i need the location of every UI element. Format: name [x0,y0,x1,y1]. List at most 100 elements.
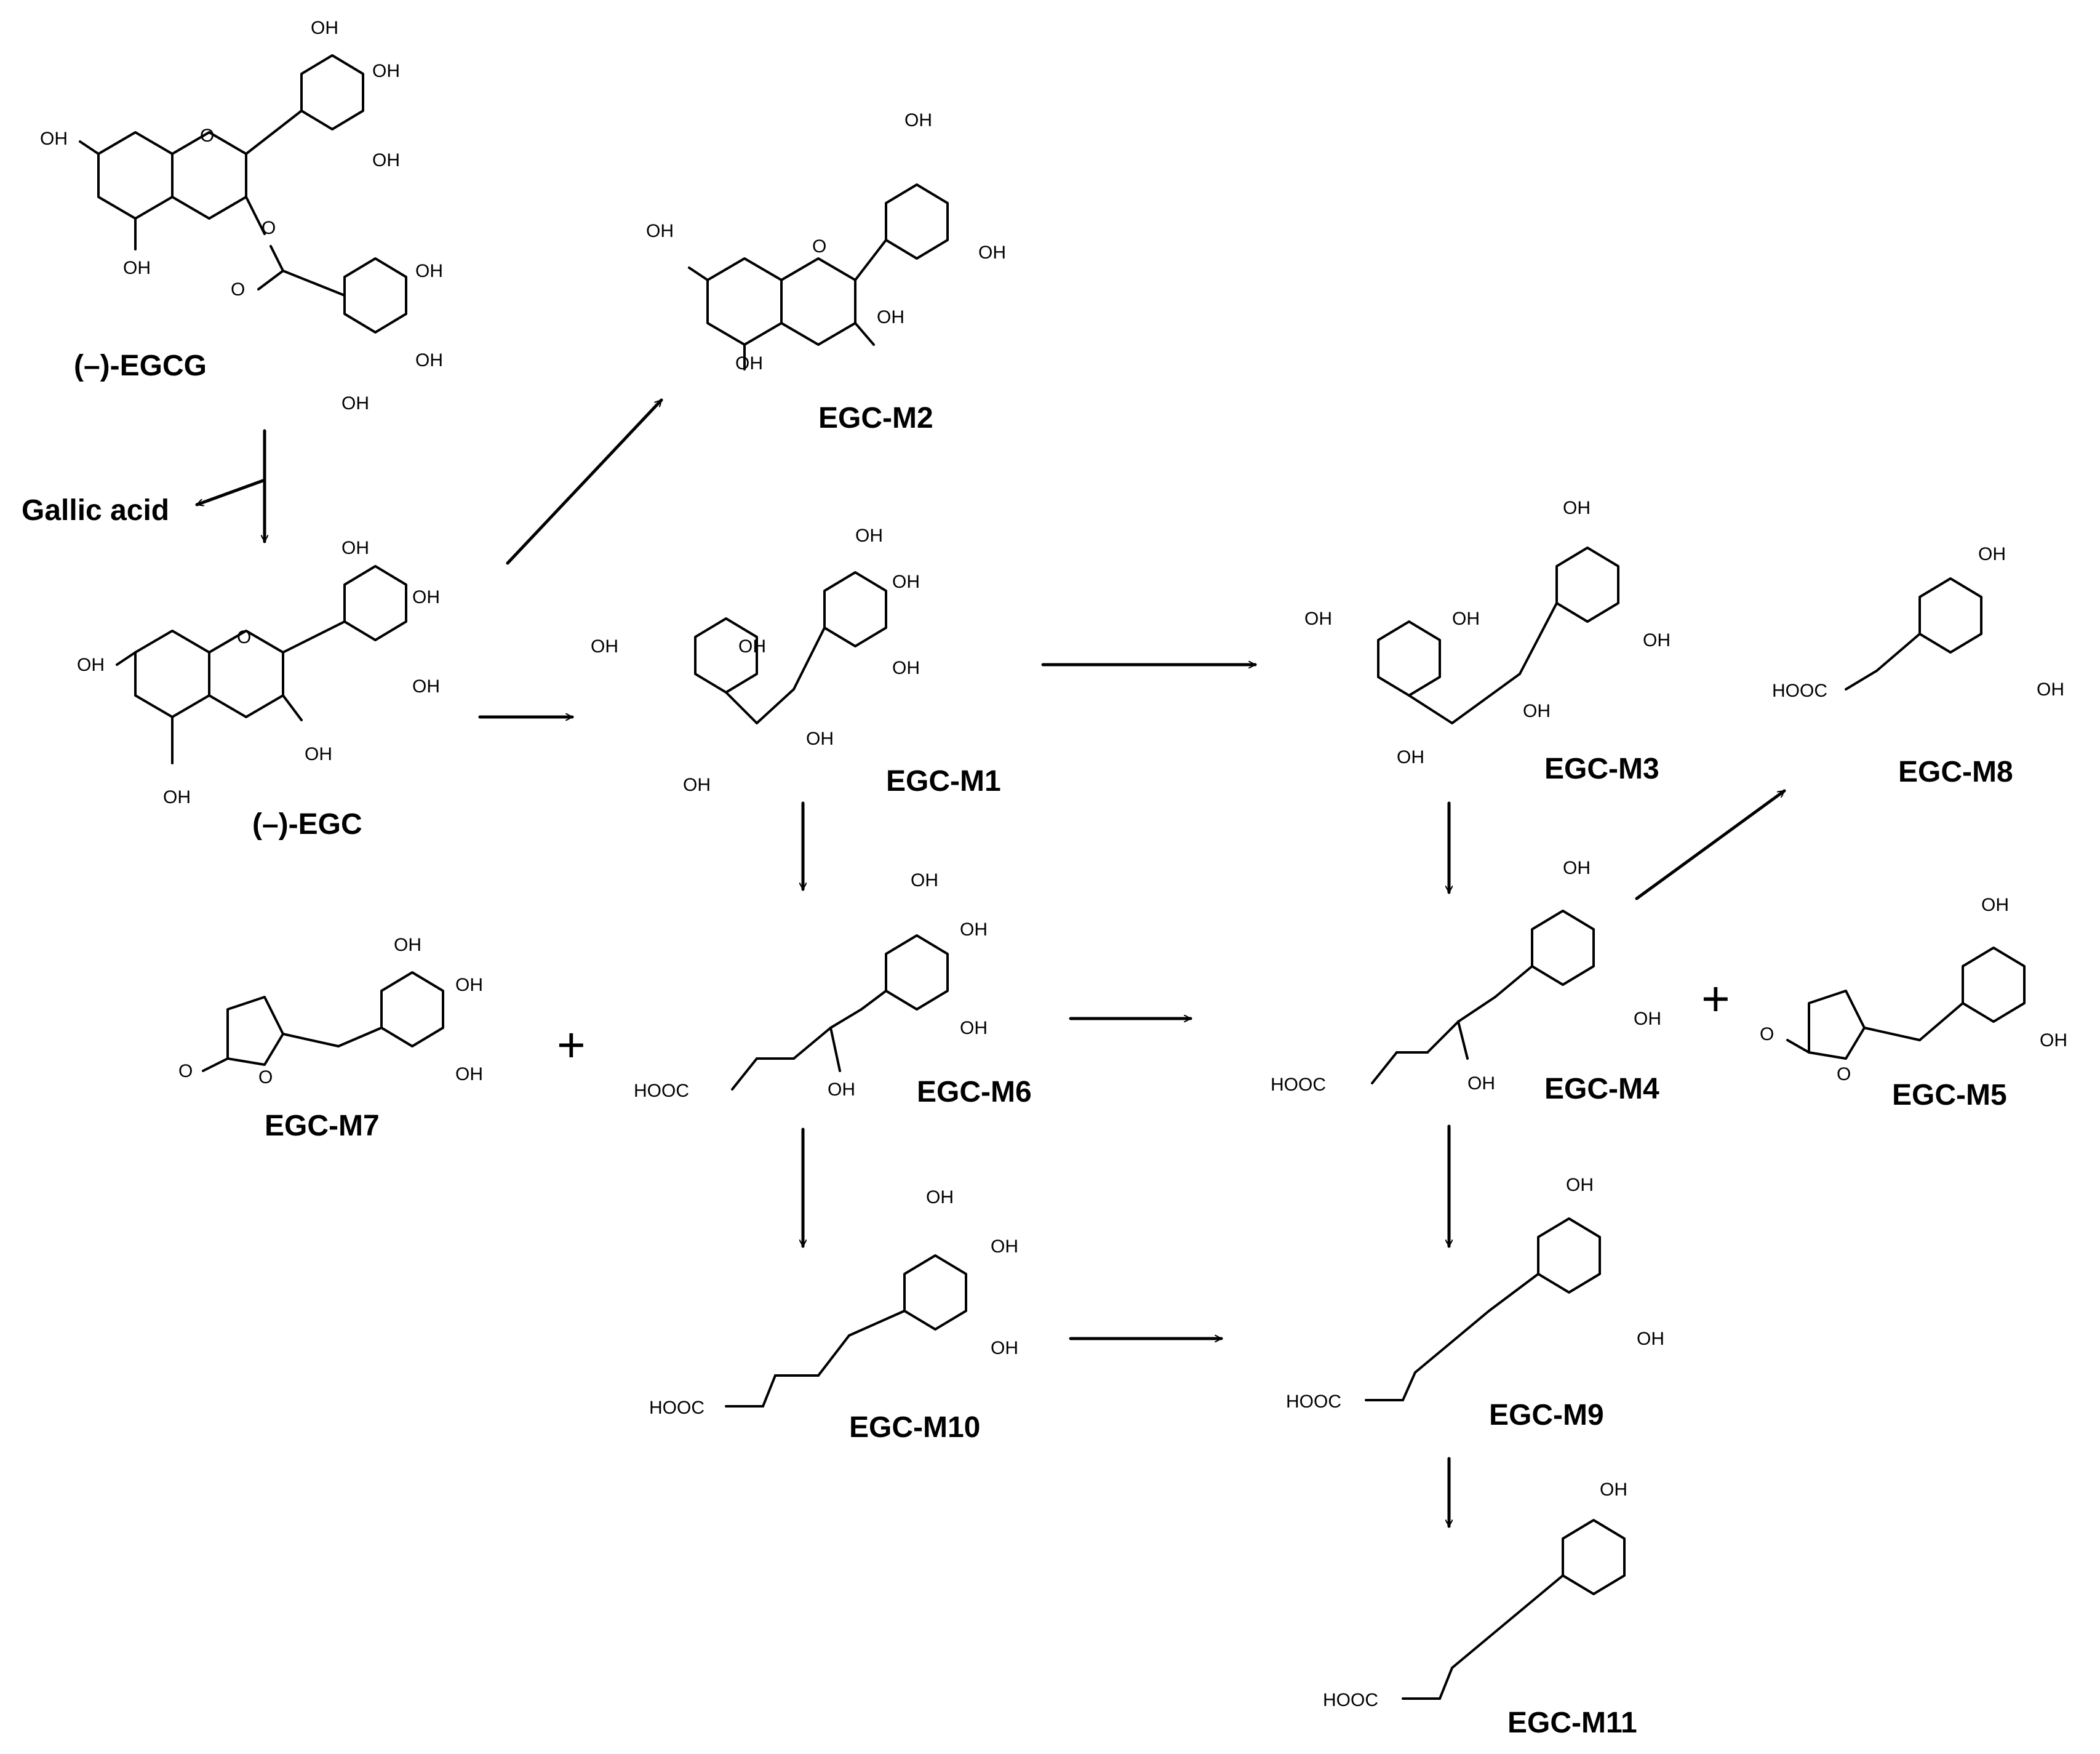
m5-bond-carbonyl [1786,1039,1810,1054]
egc-oh-3: OH [305,744,332,764]
m10-oh-4p: OH [991,1236,1018,1257]
egcg-oh-5: OH [123,258,151,278]
m9-cooh: HOOC [1286,1392,1341,1412]
m7-bond-carbonyl [202,1057,229,1072]
m3-structure: OH OH OH OH OH OH [1304,498,1671,767]
m9-bond-chain-2 [1402,1371,1416,1401]
m9-oh-5p: OH [1637,1329,1664,1349]
egcg-oh-5p: OH [372,150,400,170]
m6-structure: HOOC OH OH OH OH [634,870,988,1101]
m2-oh-5p: OH [978,242,1006,263]
m1-a-ring [694,617,758,694]
egcg-structure: O OH OH OH OH OH O O OH OH OH [40,18,443,414]
arrow-gallic-acid-release [195,478,266,505]
m2-bond-oh7 [688,266,709,281]
egcg-galloyl-oh-c: OH [341,393,369,414]
m1-oh-3p: OH [855,526,883,546]
m1-oh-4p: OH [892,572,920,592]
egcg-oh-7: OH [40,129,68,149]
m7-oh-4p: OH [455,975,483,995]
m7-phenyl-ring [380,971,444,1047]
m8-oh-3p: OH [1978,544,2006,564]
m6-bond-chain-1 [731,1057,758,1091]
m5-bond-ch2-1 [1863,1027,1921,1041]
m11-oh-3p: OH [1600,1480,1627,1500]
m10-cooh: HOOC [649,1398,705,1418]
egc-label: (–)-EGC [252,808,362,841]
m2-ring-o: O [812,236,826,257]
egcg-bond-galloyl [282,270,346,297]
m3-oh-c: OH [1397,747,1424,767]
m4-structure: HOOC OH OH OH [1271,858,1661,1095]
m6-bond-oh [829,1027,841,1072]
m10-oh-5p: OH [991,1338,1018,1358]
gallic-acid-label: Gallic acid [22,494,169,527]
egc-structure: O OH OH OH OH OH OH [77,538,440,807]
egc-a-ring [134,630,210,718]
m1-bond-chain-1 [725,691,758,724]
m2-b-ring [885,183,949,260]
m6-bond-chain-4 [829,1008,863,1029]
m2-bond-b [854,239,887,281]
m11-bond-chain-2 [1439,1667,1453,1700]
egcg-bond-ester-o [245,196,266,235]
m2-oh-3: OH [877,307,904,327]
m3-oh-chain: OH [1523,701,1551,721]
m5-structure: O O OH OH [1760,895,2067,1084]
egc-bond-b [282,620,346,654]
m8-label: EGC-M8 [1898,756,2013,788]
m6-oh-5p: OH [960,1018,988,1038]
m7-oh-3p: OH [394,935,421,955]
m8-structure: HOOC OH OH [1772,544,2064,701]
m11-cooh: HOOC [1323,1690,1378,1710]
m3-oh-b: OH [1452,609,1480,629]
egcg-galloyl-oh-b: OH [415,350,443,370]
m10-ring [903,1254,967,1331]
m4-cooh: HOOC [1271,1075,1326,1095]
m6-ring [885,934,949,1011]
m5-oh-5p: OH [2040,1030,2067,1051]
m4-bond-chain-1 [1371,1051,1398,1084]
m6-label: EGC-M6 [917,1076,1032,1108]
m3-oh-3p: OH [1563,498,1591,518]
m10-bond-chain-2 [762,1374,777,1408]
m4-ring [1531,910,1595,986]
m3-label: EGC-M3 [1544,753,1659,785]
m1-oh-5p: OH [892,658,920,678]
m4-bond-oh [1457,1020,1469,1060]
m9-bond-chain-3 [1414,1340,1453,1374]
m7-bond-ch2-2 [337,1027,383,1047]
egcg-bond-oh7 [79,140,100,155]
m8-bond-chain-1 [1845,670,1878,691]
egcg-carbonyl-o: O [231,279,245,300]
egcg-ester-o: O [262,218,276,238]
m4-oh-3p: OH [1563,858,1591,878]
m6-cooh: HOOC [634,1081,689,1101]
m1-oh-c: OH [683,775,711,795]
m1-bond-chain-3 [792,627,826,691]
m11-ring [1562,1519,1626,1595]
egcg-bond-carbonyl [269,245,284,272]
m4-bond-chain-4 [1457,996,1496,1023]
m10-oh-3p: OH [926,1187,954,1207]
m4-oh-chain: OH [1467,1073,1495,1094]
m3-bond-chain-3 [1519,602,1558,675]
m8-cooh: HOOC [1772,681,1827,701]
m10-label: EGC-M10 [849,1411,980,1444]
m2-oh-3p: OH [904,110,932,130]
m7-lactone-ring [226,996,284,1066]
m11-structure: HOOC OH [1323,1480,1627,1710]
egcg-galloyl-oh-a: OH [415,261,443,281]
m5-bond-ch2-2 [1918,1002,1964,1041]
egcg-b-ring [300,54,364,130]
m7-label: EGC-M7 [265,1110,380,1142]
m4-bond-chain-3 [1426,1020,1459,1054]
m1-oh-chain: OH [806,729,834,749]
m5-oh-3p: OH [1981,895,2009,915]
m3-bond-chain-1 [1408,694,1453,724]
plus-m4-m5: + [1701,971,1730,1026]
m5-carbonyl-o: O [1760,1024,1774,1044]
m10-bond-chain-4 [817,1334,850,1377]
m7-ring-o: O [258,1067,273,1087]
m1-bond-chain-2 [756,688,795,724]
